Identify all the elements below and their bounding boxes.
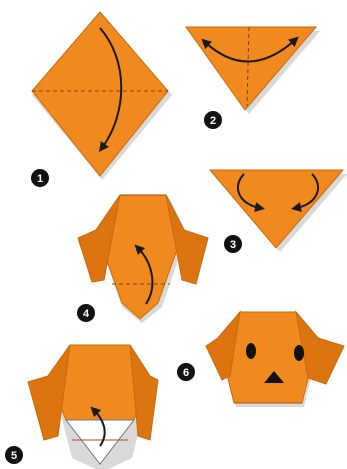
step-6-figure	[206, 312, 344, 407]
left-eye	[246, 343, 256, 359]
step-1-paper	[32, 12, 168, 176]
step-2-paper	[186, 27, 316, 110]
step-5-badge: 5	[5, 446, 23, 464]
right-eye	[294, 345, 304, 361]
svg-text:6: 6	[183, 367, 189, 379]
svg-text:1: 1	[37, 173, 43, 185]
svg-text:5: 5	[11, 450, 17, 462]
svg-text:3: 3	[230, 239, 236, 251]
step-4-badge: 4	[77, 304, 95, 322]
step-3-badge: 3	[224, 235, 242, 253]
svg-text:4: 4	[83, 308, 90, 320]
svg-text:2: 2	[210, 115, 216, 127]
step-1-figure	[32, 12, 172, 180]
step-1-badge: 1	[31, 169, 49, 187]
step-2-badge: 2	[204, 111, 222, 129]
step-4-figure	[78, 195, 208, 323]
step-5-figure	[28, 345, 158, 469]
step-6-badge: 6	[177, 363, 195, 381]
step-2-figure	[186, 27, 320, 114]
step-5-left-ear	[28, 345, 70, 440]
